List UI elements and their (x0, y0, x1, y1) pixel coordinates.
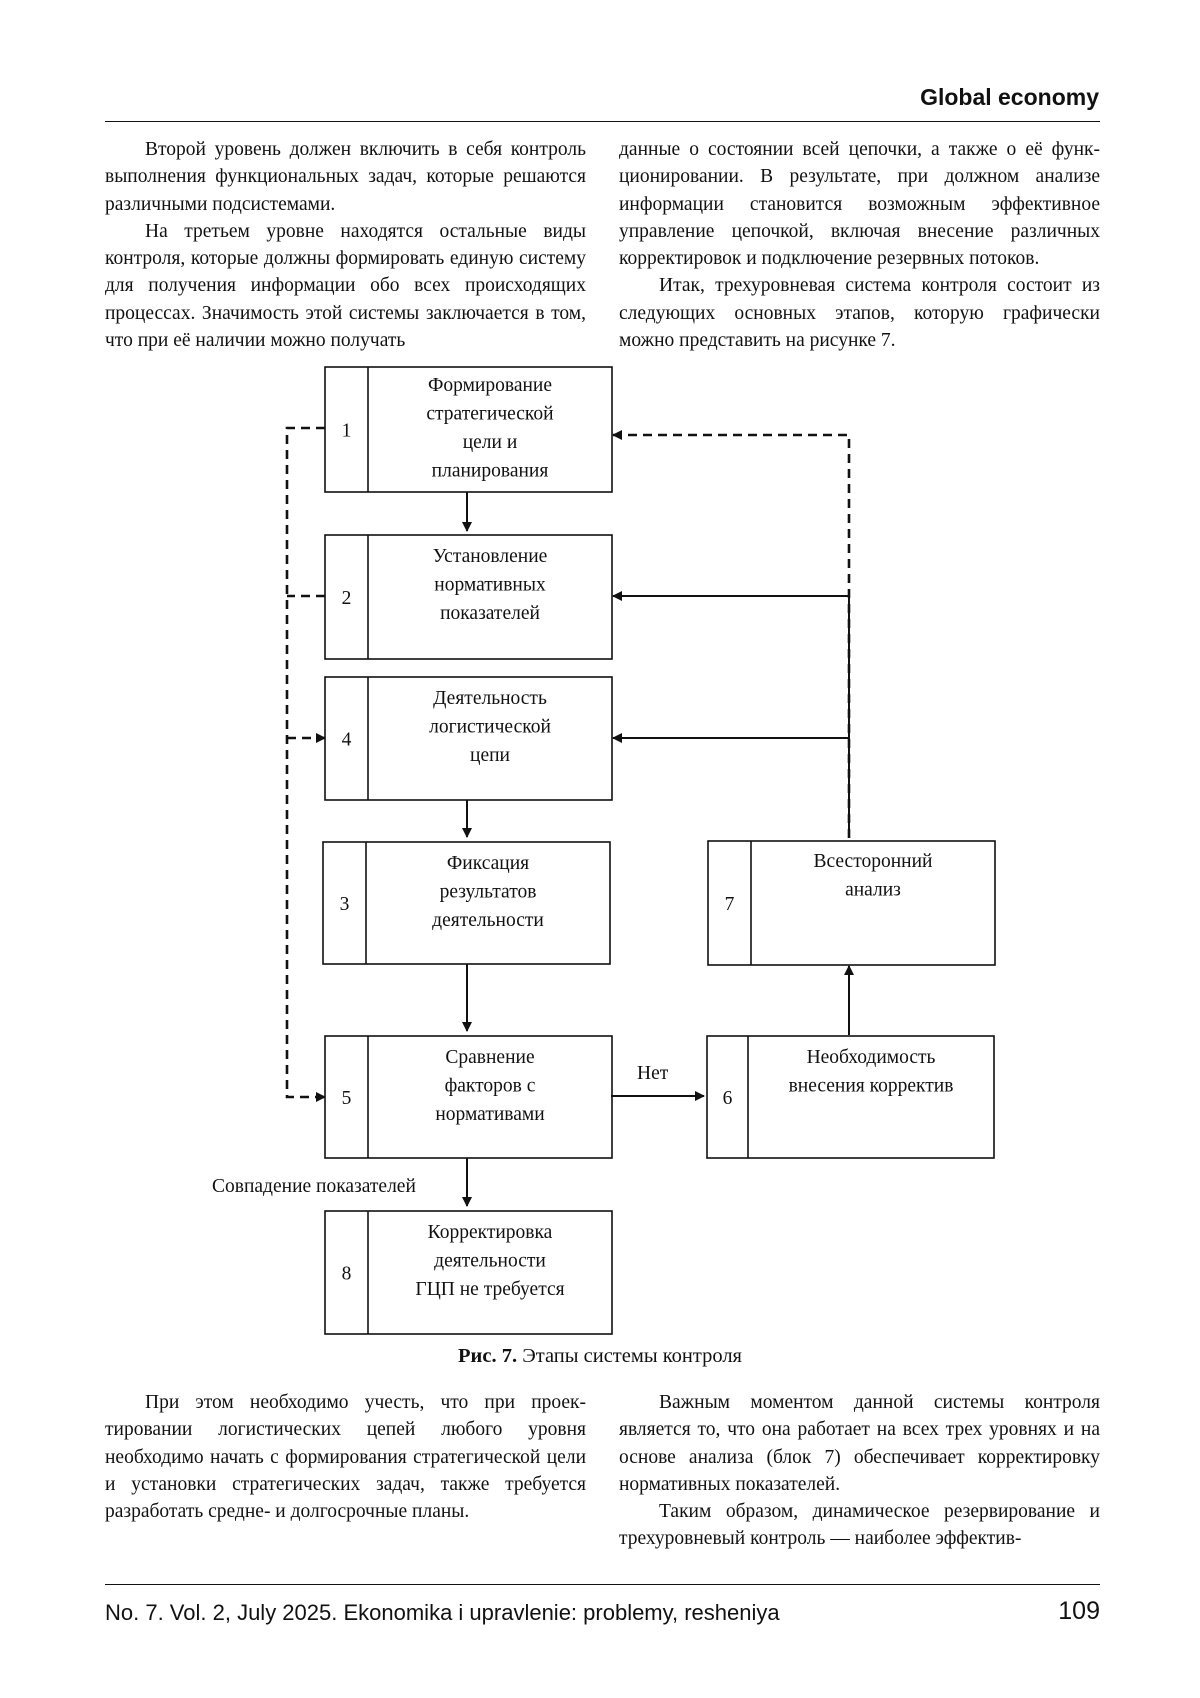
block-text-line: факторов с (445, 1076, 536, 1097)
block-text-line: Корректировка (428, 1222, 553, 1243)
block-1: 1 Формирование стратегической цели и планиро… (324, 366, 613, 493)
dashed-arrow-1-to-5 (285, 426, 326, 1102)
block-5: 5 Сравнение факторов с нормативами (324, 1035, 613, 1159)
block-frame (324, 676, 613, 801)
paragraph: Важным моментом данной системы контроля … (619, 1392, 1100, 1495)
block-text-line: показателей (440, 603, 540, 624)
block-text-line: ГЦП не требуется (415, 1279, 564, 1300)
dashed-arrow-7-to-1 (612, 430, 851, 838)
paragraph: Таким образом, динамическое резервирован… (619, 1501, 1100, 1550)
column-right-top: данные о состоянии всей цепочки, а также… (619, 136, 1100, 354)
block-text-line: Сравнение (445, 1047, 534, 1068)
column-left-top: Второй уровень должен включить в себя ко… (105, 136, 586, 354)
page-number: 109 (1058, 1597, 1100, 1625)
block-text-line: цели и (463, 432, 518, 453)
label-match: Совпадение показателей (212, 1176, 416, 1197)
paragraph: Второй уровень должен включить в себя ко… (105, 139, 586, 215)
footer-rule (105, 1584, 1100, 1585)
block-text-line: Фиксация (447, 853, 529, 874)
block-frame (324, 366, 613, 493)
paragraph: Итак, трехуровневая система контроля сос… (619, 275, 1100, 352)
column-left-bottom: При этом необходимо учесть, что при прое… (105, 1389, 586, 1525)
flow-arrows (462, 492, 854, 1207)
block-frame (324, 534, 613, 660)
block-6: 6 Необходимость внесения корректив (706, 1035, 995, 1159)
block-text-line: Деятельность (433, 688, 547, 709)
block-text-line: деятельности (434, 1251, 546, 1272)
caption-label: Рис. 7. (458, 1345, 518, 1367)
block-text-line: внесения корректив (789, 1076, 954, 1097)
block-text-line: деятельности (432, 910, 544, 931)
paragraph: данные о состоянии всей цепочки, а также… (619, 139, 1100, 270)
block-text-line: нормативами (435, 1104, 544, 1125)
figure-caption: Рис. 7. Этапы системы контроля (0, 1345, 1200, 1368)
block-number: 7 (725, 894, 735, 915)
running-header: Global economy (920, 84, 1099, 110)
block-number: 6 (723, 1088, 733, 1109)
block-7: 7 Всесторонний анализ (707, 840, 996, 966)
block-number: 2 (342, 588, 352, 609)
block-frame (324, 1210, 613, 1335)
block-text-line: результатов (440, 882, 537, 903)
block-number: 4 (342, 730, 352, 751)
label-no: Нет (637, 1063, 669, 1084)
block-text-line: Всесторонний (814, 851, 933, 872)
block-3: 3 Фиксация результатов деятельности (322, 841, 611, 965)
column-right-bottom: Важным моментом данной системы контроля … (619, 1389, 1100, 1553)
block-text-line: цепи (470, 745, 510, 766)
block-text-line: Установление (433, 546, 548, 567)
block-number: 5 (342, 1088, 352, 1109)
block-frame (324, 1035, 613, 1159)
block-2: 2 Установление нормативных показателей (324, 534, 613, 660)
block-text-line: нормативных (434, 575, 546, 596)
block-text-line: планирования (432, 461, 549, 482)
block-text-line: анализ (845, 880, 901, 901)
header-rule (105, 121, 1100, 122)
block-number: 8 (342, 1264, 352, 1285)
paragraph: На третьем уровне находятся остальные ви… (105, 220, 586, 352)
block-frame (707, 840, 996, 966)
dashed-arrows (285, 426, 851, 1102)
paragraph: При этом необходимо учесть, что при прое… (105, 1392, 586, 1523)
block-text-line: логистической (429, 717, 551, 738)
block-number: 3 (340, 894, 350, 915)
caption-text: Этапы системы контроля (517, 1345, 742, 1367)
block-text-line: Необходимость (807, 1047, 936, 1068)
block-text-line: стратегической (426, 404, 553, 425)
block-number: 1 (342, 421, 352, 442)
block-frame (706, 1035, 995, 1159)
block-4: 4 Деятельность логистической цепи (324, 676, 613, 801)
journal-footer: No. 7. Vol. 2, July 2025. Ekonomika i up… (105, 1600, 780, 1625)
block-text-line: Формирование (428, 375, 552, 396)
